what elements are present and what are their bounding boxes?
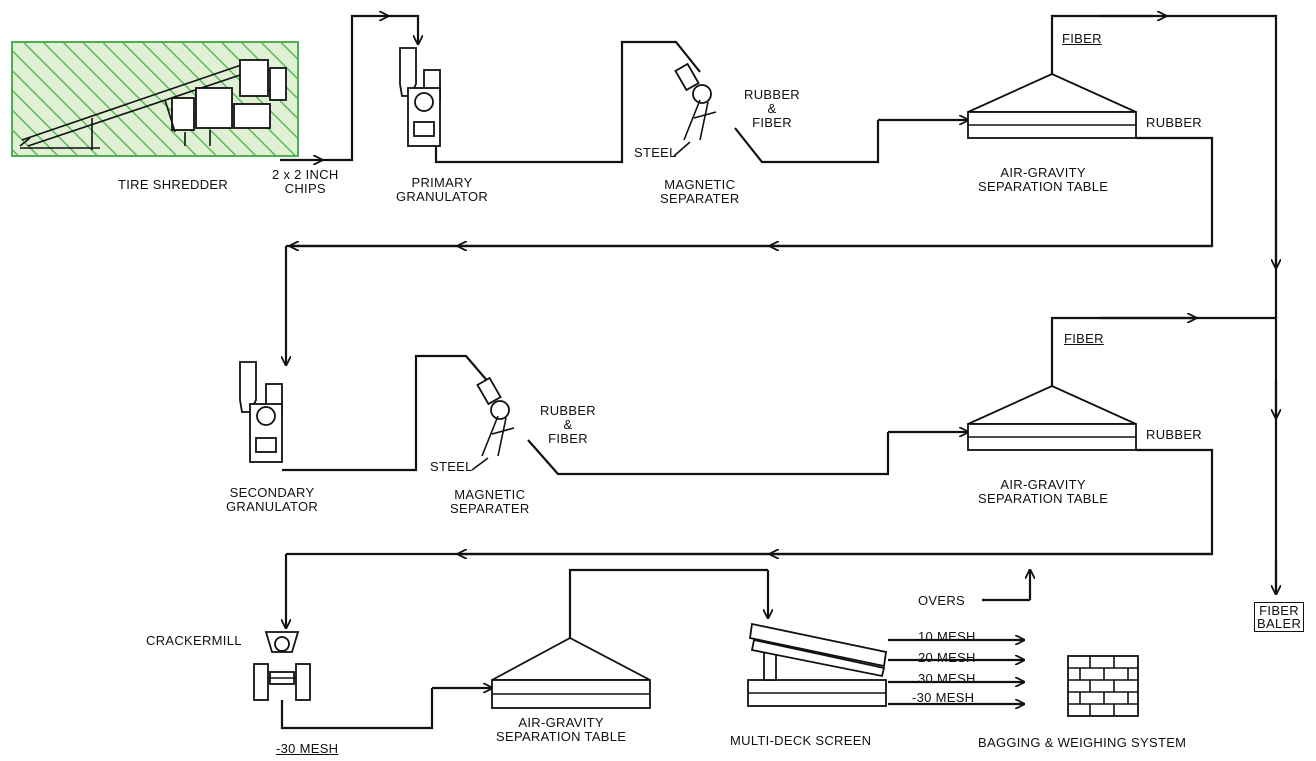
chips-label: 2 x 2 INCH CHIPS [272, 167, 339, 196]
primary-granulator-label: PRIMARY GRANULATOR [396, 175, 489, 204]
multi-deck-screen [747, 622, 888, 707]
air-gravity-2-label: AIR-GRAVITY SEPARATION TABLE [978, 477, 1109, 506]
rubber-1-label: RUBBER [1146, 115, 1202, 130]
minus-30-mesh-label: -30 MESH [276, 741, 339, 756]
magnetic-separater-1-label: MAGNETIC SEPARATER [660, 177, 740, 206]
row3-flow [280, 568, 1030, 730]
row1-flow [280, 16, 1276, 594]
mesh-minus-30-label: -30 MESH [912, 690, 975, 705]
tire-shredder-label: TIRE SHREDDER [118, 177, 229, 192]
fiber-1-label: FIBER [1062, 31, 1102, 46]
row2-flow [282, 318, 1276, 628]
crackermill-label: CRACKERMILL [146, 633, 242, 648]
magnetic-separater-2-label: MAGNETIC SEPARATER [450, 487, 530, 516]
rubber-fiber-1-label: RUBBER & FIBER [744, 87, 800, 130]
mesh-30-label: 30 MESH [918, 671, 976, 686]
air-gravity-table-3 [491, 636, 651, 709]
air-gravity-table-1 [967, 73, 1137, 139]
air-gravity-1-label: AIR-GRAVITY SEPARATION TABLE [978, 165, 1109, 194]
bagging-label: BAGGING & WEIGHING SYSTEM [978, 735, 1187, 750]
multi-deck-screen-label: MULTI-DECK SCREEN [730, 733, 872, 748]
rubber-2-label: RUBBER [1146, 427, 1202, 442]
secondary-granulator-label: SECONDARY GRANULATOR [226, 485, 319, 514]
air-gravity-3-label: AIR-GRAVITY SEPARATION TABLE [496, 715, 627, 744]
primary-granulator [399, 47, 441, 147]
fiber-baler-label: FIBER BALER [1254, 602, 1305, 632]
magnetic-separater-2 [471, 376, 515, 471]
overs-label: OVERS [918, 593, 966, 608]
bagging-system [1067, 655, 1139, 717]
secondary-granulator [239, 361, 283, 463]
crackermill [253, 631, 311, 701]
steel-2-label: STEEL [430, 459, 473, 474]
tire-shredder [11, 41, 299, 157]
mesh-20-label: 20 MESH [918, 650, 976, 665]
mesh-10-label: 10 MESH [918, 629, 976, 644]
steel-1-label: STEEL [634, 145, 677, 160]
magnetic-separater-1 [673, 62, 717, 157]
rubber-fiber-2-label: RUBBER & FIBER [540, 403, 596, 446]
fiber-2-label: FIBER [1064, 331, 1104, 346]
air-gravity-table-2 [967, 385, 1137, 451]
